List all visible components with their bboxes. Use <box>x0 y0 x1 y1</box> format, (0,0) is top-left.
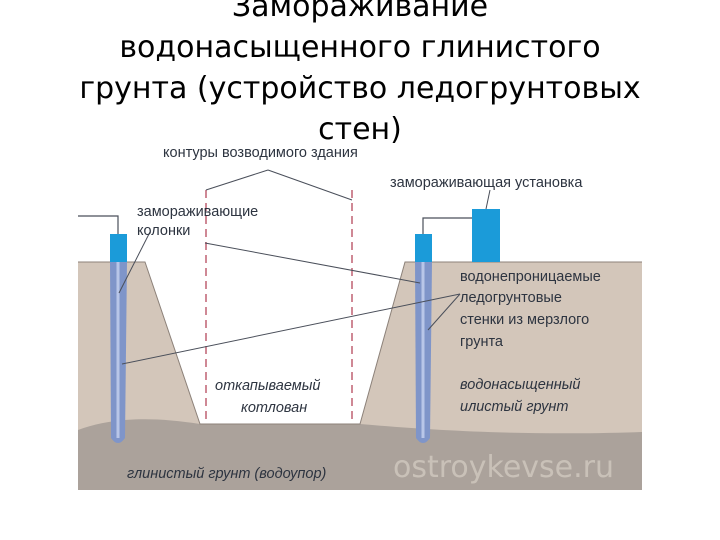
title-line-2: водонасыщенного глинистого <box>119 30 601 65</box>
label-freezing-columns-2: колонки <box>137 223 190 239</box>
leader-contour-right <box>267 169 353 201</box>
label-saturated-soil-1: водонасыщенный <box>460 377 580 393</box>
label-freezing-unit: замораживающая установка <box>390 175 583 191</box>
label-pit-2: котлован <box>241 400 307 416</box>
label-ice-walls-3: стенки из мерзлого <box>460 312 589 328</box>
leader-contour-left <box>205 169 269 191</box>
label-saturated-soil-2: илистый грунт <box>460 399 568 415</box>
leader-walls-left <box>121 293 461 365</box>
label-ice-walls-1: водонепроницаемые <box>460 269 601 285</box>
leader-unit <box>485 189 491 210</box>
column-head-right <box>415 234 432 262</box>
watermark: ostroykevse.ru <box>393 450 614 485</box>
label-ice-walls-4: грунта <box>460 334 504 350</box>
leader-walls-right <box>427 293 461 331</box>
slide-title: Замораживание водонасыщенного глинистого… <box>0 0 720 150</box>
pit-outline <box>78 261 642 425</box>
feed-line-right <box>422 217 472 234</box>
leader-columns-right <box>204 242 421 284</box>
leader-columns-left <box>118 231 151 294</box>
title-line-1: Замораживание <box>231 0 489 24</box>
freezing-column-left <box>78 215 127 443</box>
leader-lines <box>118 169 491 365</box>
column-head-left <box>110 234 127 262</box>
clay-soil-layer <box>78 419 642 490</box>
label-clay-soil: глинистый грунт (водоупор) <box>127 466 326 482</box>
label-building-contours: контуры возводимого здания <box>163 145 358 161</box>
freezing-unit <box>472 209 500 262</box>
label-ice-walls-2: ледогрунтовые <box>460 290 562 306</box>
feed-line-left <box>78 215 119 234</box>
label-freezing-columns-1: замораживающие <box>137 204 258 220</box>
title-line-4: стен) <box>318 112 402 147</box>
label-pit-1: откапываемый <box>215 378 320 394</box>
title-line-3: грунта (устройство ледогрунтовых <box>79 71 641 106</box>
freezing-column-right <box>415 217 472 443</box>
